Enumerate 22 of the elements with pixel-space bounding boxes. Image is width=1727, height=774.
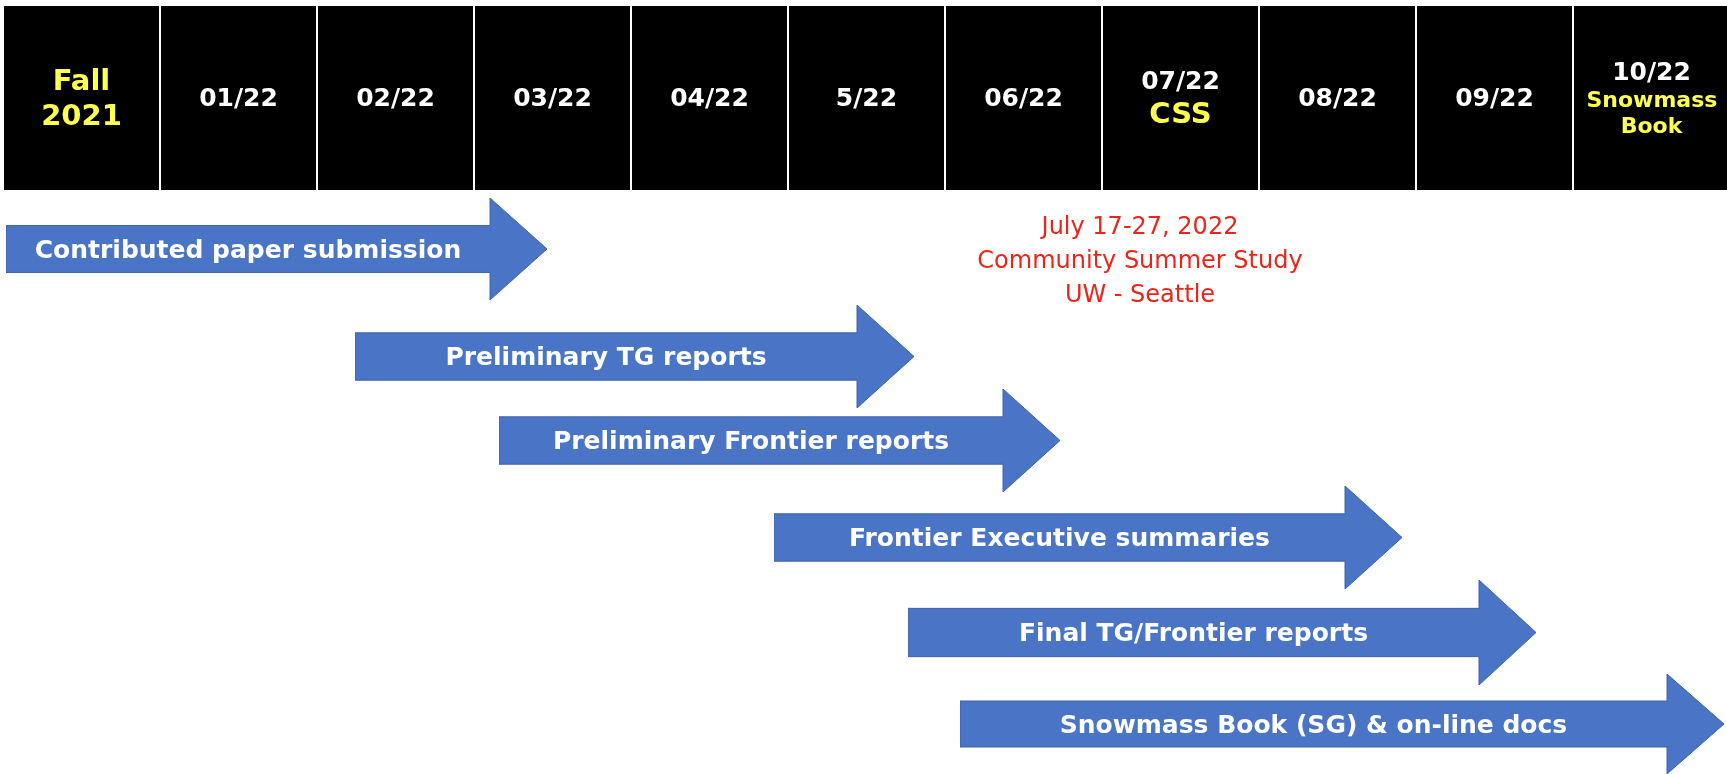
milestone-label: Snowmass Book xyxy=(1586,86,1717,140)
phase-label: Frontier Executive summaries xyxy=(849,523,1270,552)
month-label: 07/22 xyxy=(1141,65,1220,96)
milestone-label: Fall 2021 xyxy=(40,63,123,133)
month-label: 02/22 xyxy=(356,83,435,113)
month-label: 5/22 xyxy=(835,83,898,113)
event-note: Community Summer Study xyxy=(976,246,1304,274)
event-note: July 17-27, 2022 xyxy=(1039,212,1240,240)
phase-label: Preliminary Frontier reports xyxy=(552,426,950,455)
month-label: 10/22 xyxy=(1612,56,1691,87)
month-label: 08/22 xyxy=(1298,83,1377,113)
event-note: UW - Seattle xyxy=(1063,280,1217,308)
milestone-label: CSS xyxy=(1149,95,1212,131)
month-label: 09/22 xyxy=(1455,83,1534,113)
month-label: 04/22 xyxy=(670,83,749,113)
phase-label: Preliminary TG reports xyxy=(445,342,767,371)
month-label: 01/22 xyxy=(199,83,278,113)
month-label: 06/22 xyxy=(984,83,1063,113)
phase-label: Contributed paper submission xyxy=(34,234,462,264)
phase-label: Snowmass Book (SG) & on-line docs xyxy=(1059,709,1568,739)
phase-label: Final TG/Frontier reports xyxy=(1018,618,1369,647)
month-label: 03/22 xyxy=(513,83,592,113)
